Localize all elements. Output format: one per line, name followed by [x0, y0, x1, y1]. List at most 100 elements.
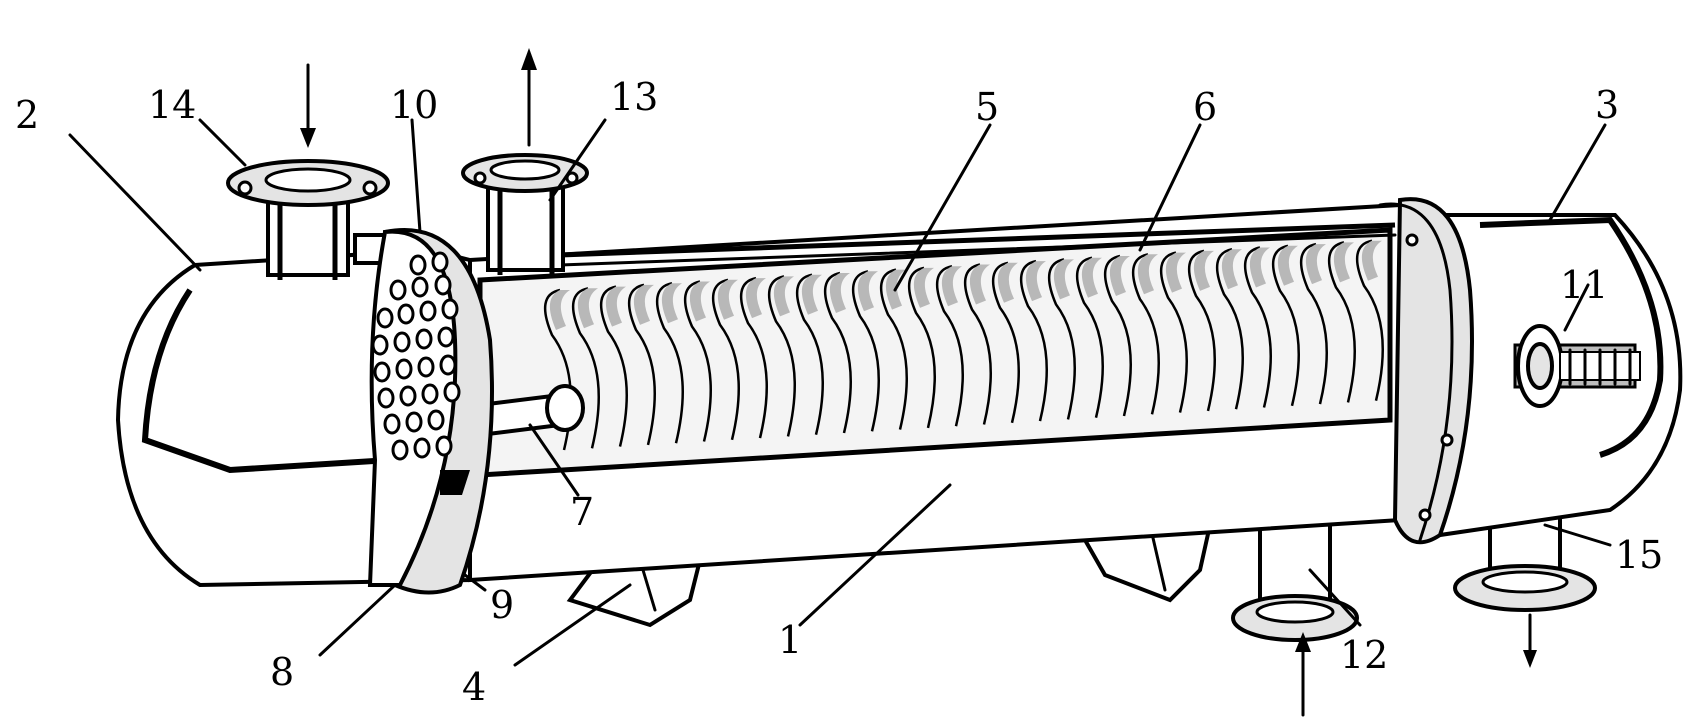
- label-15: 15: [1615, 533, 1663, 577]
- baffle-blade: [963, 263, 992, 425]
- label-2: 2: [15, 93, 39, 137]
- tube-hole: [393, 331, 411, 353]
- baffle-blade: [879, 268, 908, 430]
- baffle-shade: [997, 262, 1018, 303]
- baffle-blade: [1243, 246, 1272, 408]
- tube-hole: [371, 334, 389, 356]
- baffle-shade: [1053, 259, 1074, 300]
- baffle-shade: [549, 290, 570, 330]
- baffle-blade: [1047, 258, 1076, 420]
- tube-hole: [389, 279, 407, 301]
- label-10: 10: [390, 83, 438, 127]
- baffle-shade: [577, 288, 598, 329]
- baffle-shade: [1165, 252, 1186, 293]
- tube-hole: [391, 439, 409, 461]
- label-12: 12: [1340, 633, 1388, 677]
- baffle-blade: [1299, 242, 1328, 405]
- baffle-blade: [1103, 254, 1132, 417]
- baffle-shade: [689, 281, 710, 322]
- baffle-shade: [1081, 257, 1102, 298]
- leader-lines: [68, 118, 1612, 667]
- baffle-blade: [739, 276, 768, 439]
- right-flange: [1378, 197, 1474, 545]
- baffle-blade: [851, 270, 880, 432]
- label-9: 9: [490, 583, 514, 627]
- label-14: 14: [148, 83, 196, 127]
- baffle-blade: [795, 273, 824, 435]
- baffle-shade: [913, 267, 934, 308]
- baffle-shade: [745, 278, 766, 319]
- callout-labels: 1 2 3 4 5 6 7 8 9 10 11 12 13 14 15: [15, 75, 1663, 709]
- baffle-blade: [1131, 253, 1160, 415]
- label-1: 1: [778, 618, 802, 662]
- arrow-out-13: [521, 48, 537, 147]
- baffle-shade: [1333, 242, 1354, 283]
- tube-hole: [443, 381, 461, 403]
- tube-hole: [409, 254, 427, 276]
- tube-hole: [405, 411, 423, 433]
- baffle-shade: [857, 271, 878, 312]
- label-6: 6: [1193, 85, 1217, 129]
- arrow-in-14: [300, 63, 316, 148]
- baffle-blade: [823, 271, 852, 434]
- tube-hole: [431, 251, 449, 273]
- baffle-blade: [1019, 259, 1048, 422]
- tube-holes: [371, 251, 461, 461]
- tube-hole: [435, 435, 453, 457]
- baffle-shade: [1277, 245, 1298, 286]
- label-7: 7: [570, 490, 594, 534]
- tube-hole: [439, 354, 457, 376]
- baffle-blade: [1159, 251, 1188, 413]
- tube-hole: [441, 298, 459, 320]
- tube-hole: [376, 307, 394, 329]
- baffle-blade: [571, 287, 600, 449]
- baffle-blade: [599, 285, 628, 447]
- arrow-in-12: [1295, 632, 1311, 717]
- tube-hole: [421, 383, 439, 405]
- tube-hole: [377, 387, 395, 409]
- baffle-blade: [1327, 241, 1356, 403]
- tube-hole: [415, 328, 433, 350]
- tube-hole: [399, 385, 417, 407]
- baffle-shade: [1305, 244, 1326, 285]
- baffle-blade: [1187, 249, 1216, 412]
- label-11: 11: [1560, 263, 1608, 307]
- label-4: 4: [462, 665, 486, 709]
- baffle-shade: [1193, 250, 1214, 291]
- baffle-shade: [717, 279, 738, 320]
- tube-hole: [419, 300, 437, 322]
- tube-hole: [437, 326, 455, 348]
- right-head-3: [1438, 213, 1683, 538]
- tube-hole: [397, 303, 415, 325]
- baffle-shade: [969, 264, 990, 305]
- tube-hole: [395, 358, 413, 380]
- outlet-nozzle-13: [461, 153, 589, 275]
- baffle-blade: [907, 266, 936, 429]
- tube-hole: [373, 361, 391, 383]
- baffle-shade: [801, 274, 822, 315]
- baffle-shade: [633, 284, 654, 325]
- label-8: 8: [270, 650, 294, 694]
- tube-hole: [413, 437, 431, 459]
- baffle-shade: [661, 283, 682, 324]
- inlet-nozzle-14: [226, 159, 390, 280]
- baffle-shade: [941, 266, 962, 307]
- baffle-blade: [1355, 239, 1384, 401]
- baffle-blade: [935, 264, 964, 427]
- baffle-blade: [683, 280, 712, 442]
- baffle-shade: [605, 286, 626, 327]
- tube-hole: [383, 413, 401, 435]
- baffle-shade: [1221, 249, 1242, 290]
- baffle-shade: [773, 276, 794, 317]
- tube-hole: [434, 274, 452, 296]
- flow-arrows: [300, 48, 1537, 717]
- label-3: 3: [1595, 83, 1619, 127]
- baffle-blade: [655, 281, 684, 444]
- inlet-nozzle-12: [1231, 518, 1359, 642]
- baffle-blade: [1271, 244, 1300, 407]
- tube-hole: [417, 356, 435, 378]
- left-tube-sheet: [367, 228, 494, 595]
- baffle-blade: [991, 261, 1020, 424]
- arrow-out-15: [1523, 613, 1537, 668]
